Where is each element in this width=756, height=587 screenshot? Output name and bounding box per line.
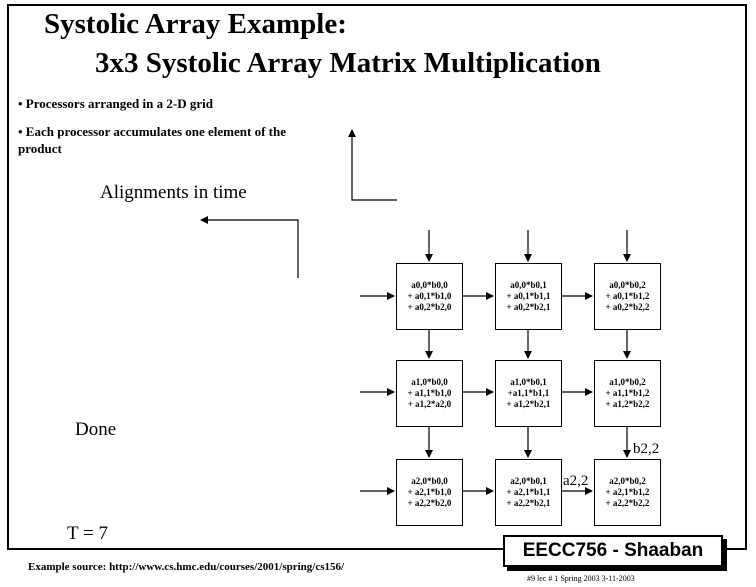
cell-term: + a2,1*b1,2 [605, 487, 650, 497]
cell-term: + a2,2*b2,1 [506, 498, 551, 508]
cell-term: + a1,2*a2,0 [407, 399, 452, 409]
done-label: Done [75, 419, 117, 440]
cell-term: a0,0*b0,2 [609, 280, 646, 290]
cell-term: + a0,1*b1,2 [605, 291, 650, 301]
cell-term: a0,0*b0,1 [510, 280, 547, 290]
cell-term: + a0,2*b2,0 [407, 302, 452, 312]
processor-cell-0-2: a0,0*b0,2 + a0,1*b1,2 + a0,2*b2,2 [594, 263, 661, 330]
alignments-label: Alignments in time [100, 182, 247, 203]
b-input-label: b2,2 [633, 441, 660, 457]
cell-term: + a1,2*b2,2 [605, 399, 650, 409]
cell-term: a1,0*b0,0 [411, 377, 448, 387]
cell-term: + a2,2*b2,0 [407, 498, 452, 508]
cell-term: a2,0*b0,0 [411, 476, 448, 486]
cell-term: + a0,2*b2,1 [506, 302, 551, 312]
processor-cell-0-1: a0,0*b0,1 + a0,1*b1,1 + a0,2*b2,1 [495, 263, 562, 330]
cell-term: + a1,2*b2,1 [506, 399, 551, 409]
course-badge: EECC756 - Shaaban [503, 535, 723, 567]
processor-cell-2-1: a2,0*b0,1 + a2,1*b1,1 + a2,2*b2,1 [495, 459, 562, 526]
processor-cell-2-0: a2,0*b0,0 + a2,1*b1,0 + a2,2*b2,0 [396, 459, 463, 526]
processor-cell-0-0: a0,0*b0,0 + a0,1*b1,0 + a0,2*b2,0 [396, 263, 463, 330]
cell-term: a1,0*b0,1 [510, 377, 547, 387]
slide-title-line2: 3x3 Systolic Array Matrix Multiplication [95, 47, 601, 79]
a-input-label: a2,2 [563, 473, 589, 489]
cell-term: + a0,1*b1,0 [407, 291, 452, 301]
cell-term: +a1,1*b1,1 [507, 388, 550, 398]
alignment-up-arrow [348, 129, 397, 201]
cell-term: + a2,1*b1,0 [407, 487, 452, 497]
bullet-item-grid: • Processors arranged in a 2-D grid [18, 96, 213, 111]
cell-term: a1,0*b0,2 [609, 377, 646, 387]
processor-cell-1-2: a1,0*b0,2 + a1,1*b1,2 + a1,2*b2,2 [594, 360, 661, 427]
processor-cell-1-0: a1,0*b0,0 + a1,1*b1,0 + a1,2*a2,0 [396, 360, 463, 427]
processor-cell-1-1: a1,0*b0,1 +a1,1*b1,1 + a1,2*b2,1 [495, 360, 562, 427]
bullet-item-accumulate: • Each processor accumulates one element… [18, 124, 286, 156]
cell-term: + a2,1*b1,1 [506, 487, 551, 497]
example-source-text: Example source: http://www.cs.hmc.edu/co… [28, 561, 345, 573]
cell-term: + a0,1*b1,1 [506, 291, 551, 301]
cell-term: + a1,1*b1,0 [407, 388, 452, 398]
cell-term: a2,0*b0,1 [510, 476, 547, 486]
cell-term: + a2,2*b2,2 [605, 498, 650, 508]
cell-term: a2,0*b0,2 [609, 476, 646, 486]
slide-title-line1: Systolic Array Example: [44, 8, 347, 40]
cell-term: + a0,2*b2,2 [605, 302, 650, 312]
time-step-label: T = 7 [67, 523, 108, 544]
alignment-left-arrow [200, 216, 299, 278]
cell-term: + a1,1*b1,2 [605, 388, 650, 398]
processor-cell-2-2: a2,0*b0,2 + a2,1*b1,2 + a2,2*b2,2 [594, 459, 661, 526]
slide-number-text: #9 lec # 1 Spring 2003 3-11-2003 [527, 574, 635, 583]
cell-term: a0,0*b0,0 [411, 280, 448, 290]
